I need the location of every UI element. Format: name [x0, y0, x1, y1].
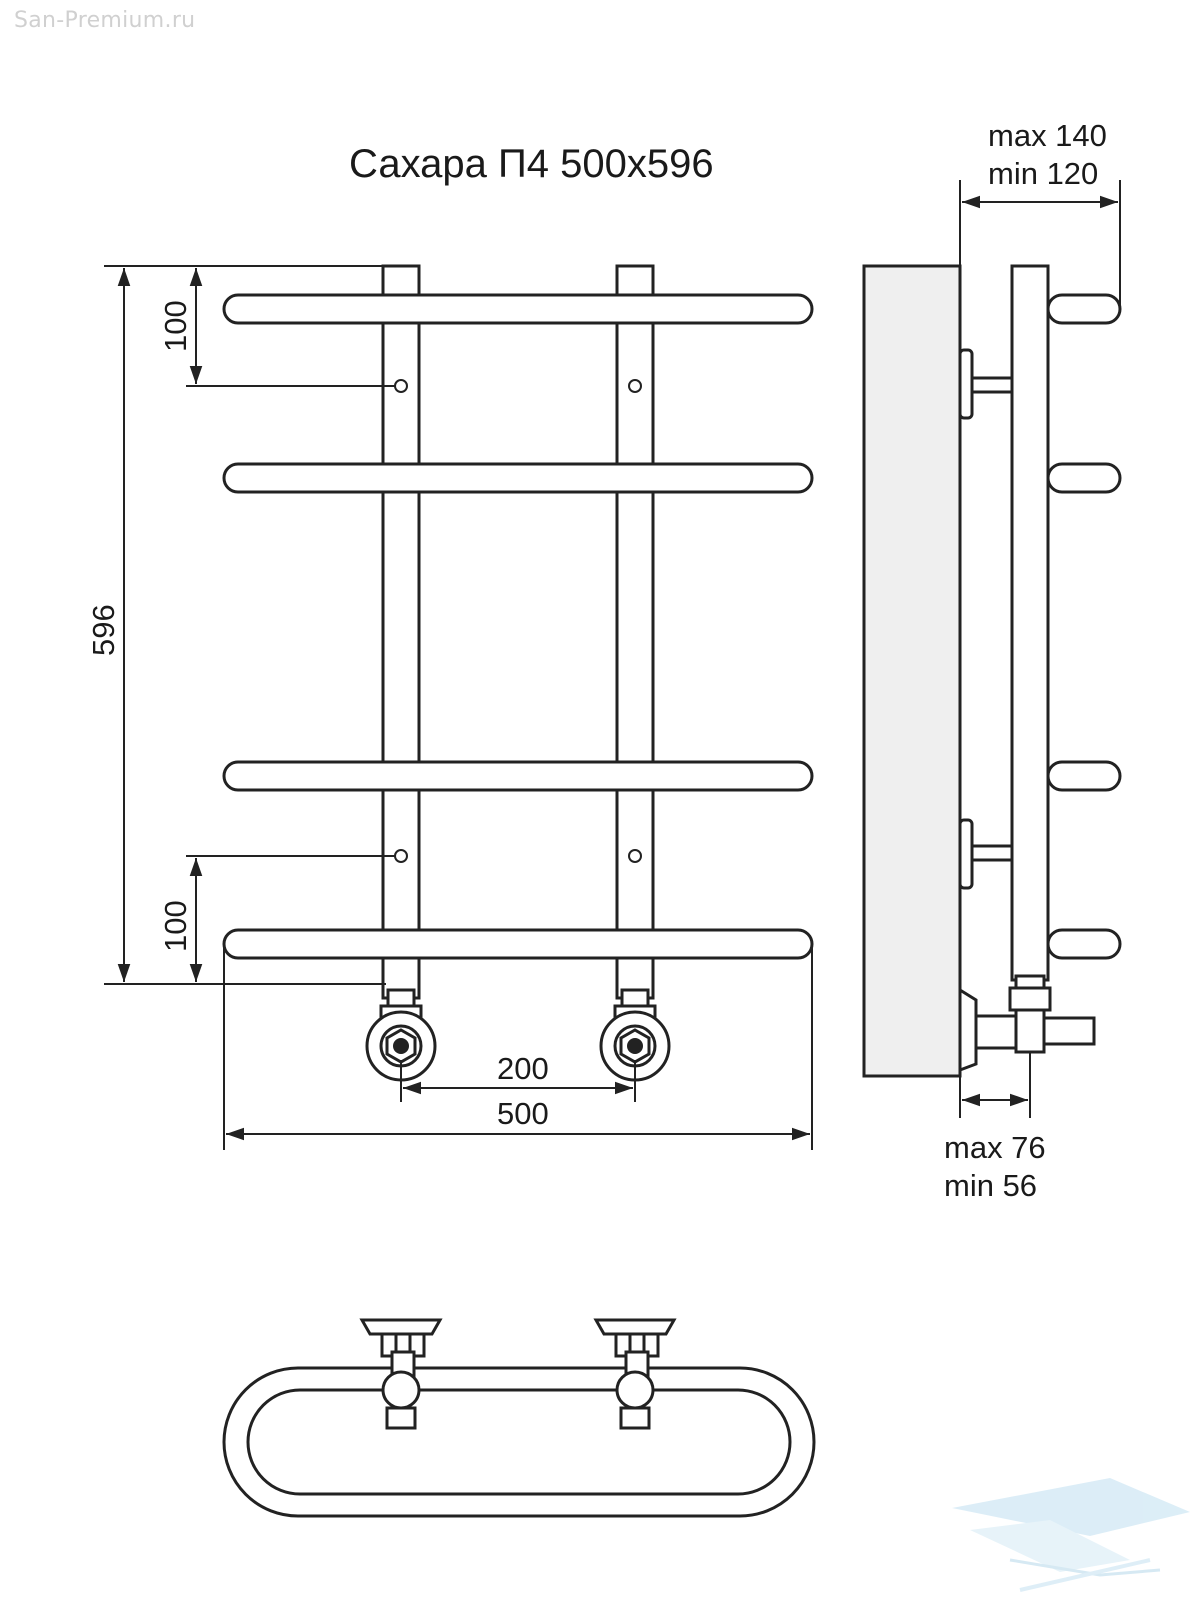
left-post [381, 264, 421, 1000]
side-view [862, 180, 1122, 1118]
valve-left [365, 988, 437, 1082]
right-post [615, 264, 655, 1000]
dim-wall-max: max 76 [944, 1130, 1046, 1165]
drawing-title: Сахара П4 500х596 [349, 142, 714, 186]
watermark: San-Premium.ru [14, 8, 196, 33]
dim-height-596: 596 [86, 604, 121, 656]
dim-depth-max: max 140 [988, 118, 1107, 153]
top-view [222, 1318, 816, 1518]
dim-width-500: 500 [497, 1096, 549, 1131]
dim-wall-min: min 56 [944, 1168, 1038, 1203]
dim-bottom-offset: 100 [158, 900, 193, 952]
bar-4 [222, 928, 814, 960]
front-view [104, 264, 814, 1150]
loop-inner [246, 1388, 792, 1496]
bar-2 [222, 462, 814, 494]
bar-1 [222, 293, 814, 325]
dim-axis-200: 200 [497, 1051, 549, 1086]
top-valve-right [593, 1318, 677, 1430]
mount-hole [628, 379, 642, 393]
wall [862, 264, 962, 1078]
dim-top-offset: 100 [158, 300, 193, 352]
valve-right [599, 988, 671, 1082]
top-valve-left [359, 1318, 443, 1430]
side-tube [1010, 264, 1050, 982]
bathtub-logo-icon [952, 1478, 1190, 1592]
mount-hole [628, 849, 642, 863]
bar-3 [222, 760, 814, 792]
dim-depth-min: min 120 [988, 156, 1099, 191]
